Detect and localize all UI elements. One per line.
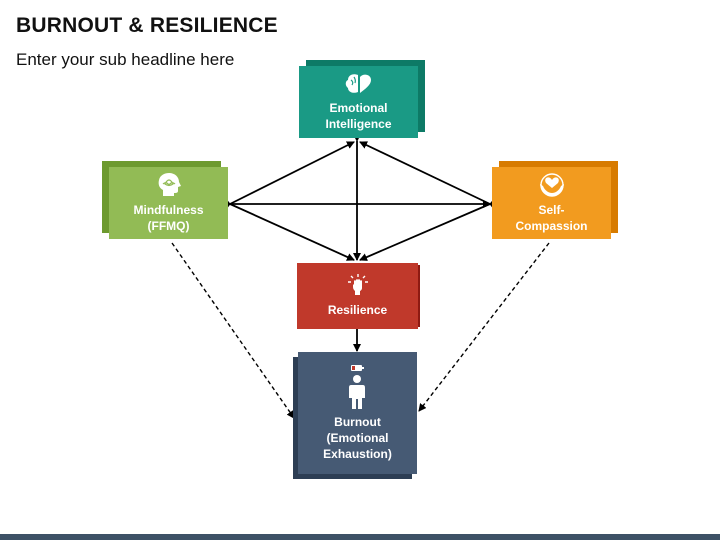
arrow-mindfulness-ei xyxy=(221,141,355,211)
mindfulness-box: Mindfulness (FFMQ) xyxy=(109,167,228,239)
emotional-intelligence-box: Emotional Intelligence xyxy=(299,66,418,138)
page-subtitle: Enter your sub headline here xyxy=(16,50,235,69)
resilience-box: Resilience xyxy=(297,263,418,329)
person-low-battery-icon xyxy=(348,365,365,409)
arrow-selfcompassion-resilience xyxy=(359,197,499,261)
self-compassion-box: Self- Compassion xyxy=(492,167,611,239)
dashed-arrow-selfcompassion-burnout xyxy=(418,242,550,412)
brain-heart-icon xyxy=(345,74,371,93)
self-compassion-label: Self- Compassion xyxy=(515,203,588,233)
burnout-box: Burnout (Emotional Exhaustion) xyxy=(298,352,417,474)
heart-in-hands-icon xyxy=(539,173,564,197)
dashed-arrow-mindfulness-burnout xyxy=(171,242,295,419)
emotional-intelligence-label: Emotional Intelligence xyxy=(325,101,392,131)
mindfulness-label: Mindfulness (FFMQ) xyxy=(133,203,204,233)
bottom-bar xyxy=(0,534,720,540)
resilience-label: Resilience xyxy=(327,303,388,317)
arrow-mindfulness-resilience xyxy=(221,197,355,261)
burnout-label: Burnout (Emotional Exhaustion) xyxy=(323,415,392,461)
head-lotus-icon xyxy=(158,173,181,196)
page-title: BURNOUT & RESILIENCE xyxy=(16,14,278,37)
arrow-selfcompassion-ei xyxy=(359,141,499,211)
raised-fist-icon xyxy=(347,274,368,295)
